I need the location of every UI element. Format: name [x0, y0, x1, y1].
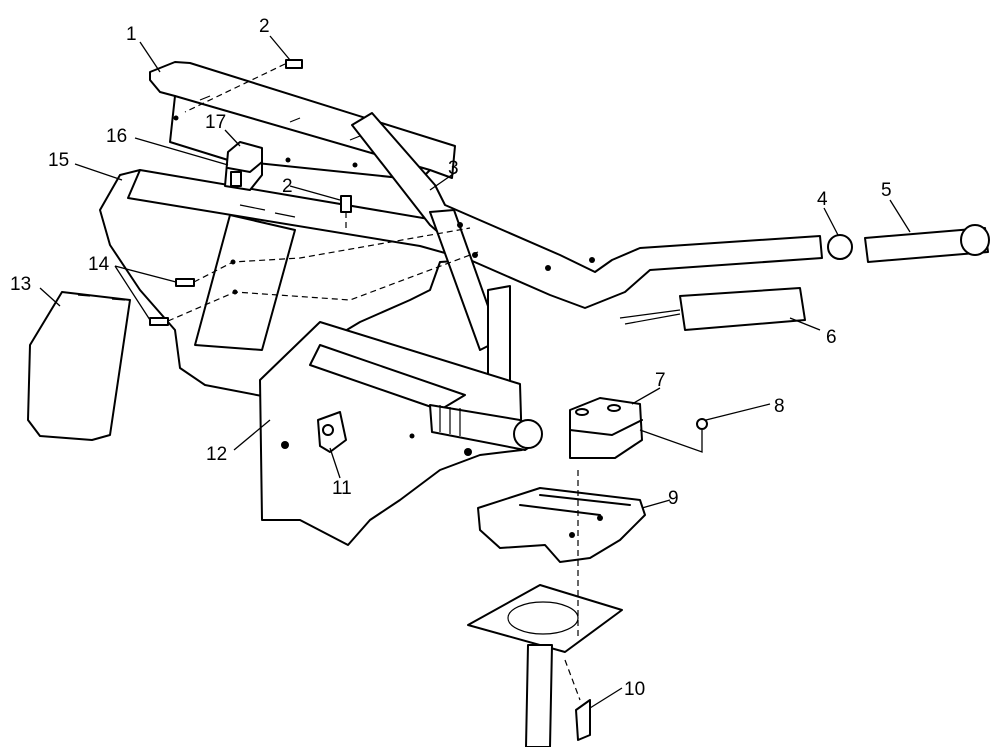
- label-2-top: 2: [259, 16, 270, 37]
- fastener-clip-part: [317, 411, 347, 453]
- label-5: 5: [881, 180, 892, 201]
- bolt-part: [564, 659, 591, 741]
- upper-clamp-part: [569, 397, 643, 459]
- grip-heated-part: [619, 287, 806, 331]
- side-screws-part: [149, 227, 479, 326]
- label-12: 12: [206, 444, 227, 465]
- pod-panel-part: [259, 321, 523, 546]
- nut-part: [639, 418, 708, 453]
- label-17: 17: [205, 112, 226, 133]
- label-3: 3: [448, 158, 459, 179]
- label-6: 6: [826, 327, 837, 348]
- steering-post-part: [429, 404, 543, 451]
- label-14: 14: [88, 254, 110, 275]
- label-15: 15: [48, 150, 69, 171]
- label-13: 13: [10, 274, 31, 295]
- grip-right-part: [864, 224, 990, 263]
- mount-plate-part: [467, 470, 623, 747]
- bar-end-plug-part: [827, 234, 853, 260]
- screw-mid-part: [340, 195, 352, 232]
- label-9: 9: [668, 488, 679, 509]
- label-2-mid: 2: [282, 176, 293, 197]
- side-cover-part: [27, 291, 131, 441]
- label-11: 11: [332, 478, 352, 499]
- label-8: 8: [774, 396, 785, 417]
- switch-part: [224, 141, 263, 191]
- label-4: 4: [817, 189, 828, 210]
- lower-clamp-part: [477, 487, 646, 563]
- label-1: 1: [126, 24, 137, 45]
- label-7: 7: [655, 370, 666, 391]
- label-10: 10: [624, 679, 645, 700]
- screw-top-part: [184, 59, 303, 113]
- handlebar-part: [351, 112, 823, 409]
- leader-lines: [39, 35, 911, 709]
- label-16: 16: [106, 126, 127, 147]
- callout-labels: 1 2 2 3 4 5 6 7 8 9 10 11 12 13 14 15 16…: [10, 16, 892, 700]
